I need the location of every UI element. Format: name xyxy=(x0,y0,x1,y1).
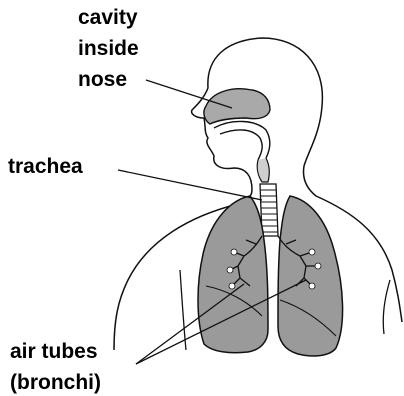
nasal-cavity xyxy=(204,89,270,124)
oral-passage xyxy=(214,121,270,160)
label-bronchi: air tubes (bronchi) xyxy=(10,336,101,396)
label-nasal-cavity-line-3: nose xyxy=(78,64,139,95)
label-bronchi-line-1: air tubes xyxy=(10,336,101,367)
label-bronchi-line-2: (bronchi) xyxy=(10,367,101,396)
pharynx xyxy=(257,158,269,182)
label-nasal-cavity: cavity inside nose xyxy=(78,2,139,95)
pointer-trachea xyxy=(118,170,262,200)
label-nasal-cavity-line-1: cavity xyxy=(78,2,139,33)
right-lung xyxy=(278,196,343,356)
left-lung xyxy=(198,196,268,353)
label-nasal-cavity-line-2: inside xyxy=(78,33,139,64)
label-trachea: trachea xyxy=(8,151,83,182)
